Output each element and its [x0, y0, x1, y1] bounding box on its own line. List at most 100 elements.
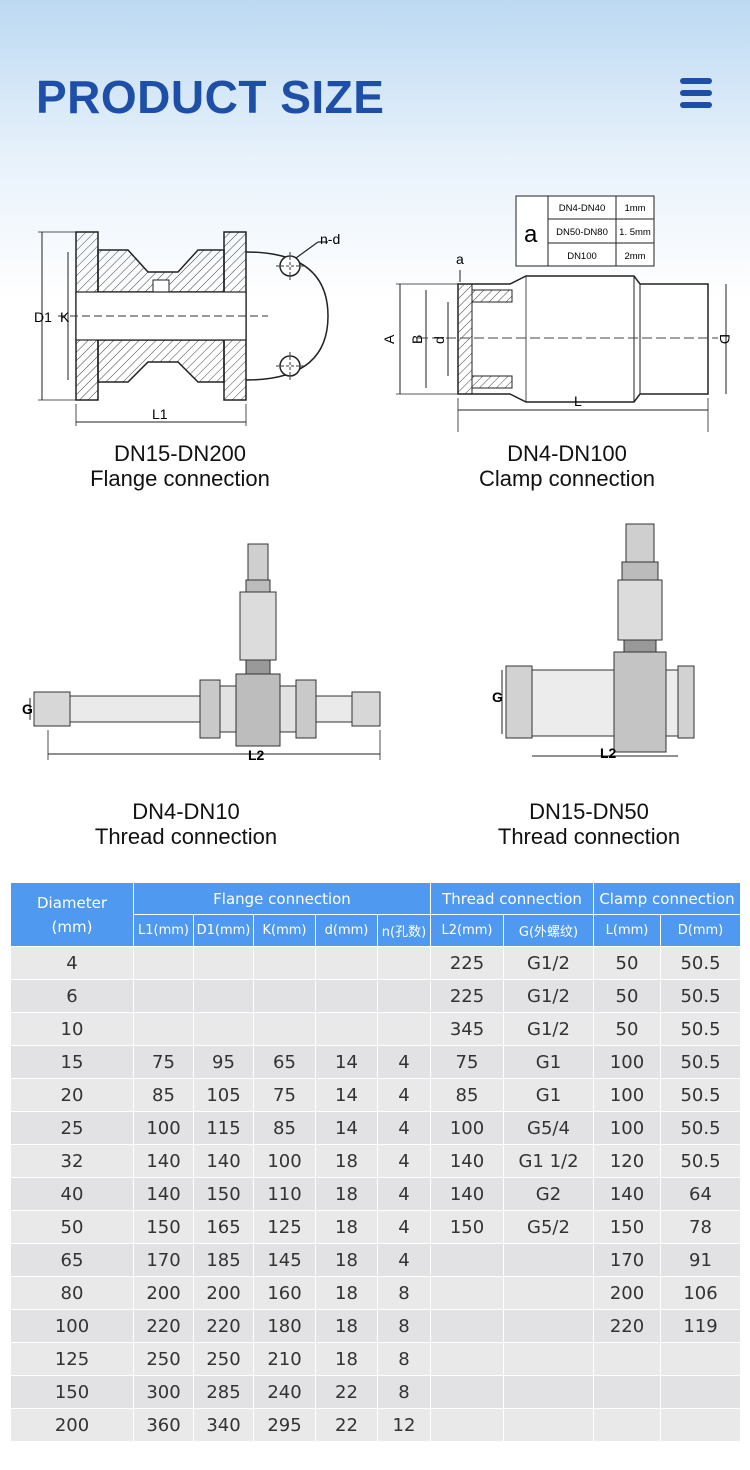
table-cell: 220	[133, 1309, 194, 1343]
table-cell: 150	[133, 1210, 194, 1244]
table-cell: 210	[253, 1342, 316, 1376]
clamp-value-2: 1. 5mm	[619, 227, 651, 238]
table-cell: 50.5	[659, 1078, 742, 1112]
label-l1: L1	[152, 406, 168, 422]
diameter-header-unit: (mm)	[51, 917, 93, 936]
size-table: Diameter (mm) Flange connection Thread c…	[10, 882, 742, 1442]
table-cell	[503, 1243, 594, 1277]
table-cell: 75	[133, 1045, 194, 1079]
table-cell: 8	[377, 1309, 431, 1343]
table-cell: 14	[315, 1111, 378, 1145]
table-cell	[430, 1408, 504, 1442]
table-cell: 340	[193, 1408, 254, 1442]
table-cell	[133, 979, 194, 1013]
table-cell: 18	[315, 1342, 378, 1376]
table-cell: 200	[193, 1276, 254, 1310]
label-D: D	[717, 334, 733, 344]
table-cell: 345	[430, 1012, 504, 1046]
table-cell: 50.5	[659, 1045, 742, 1079]
column-header: D1(mm)	[193, 914, 254, 947]
table-cell: 18	[315, 1309, 378, 1343]
table-cell	[659, 1342, 742, 1376]
menu-bar	[680, 90, 712, 96]
table-cell: 4	[377, 1210, 431, 1244]
thread-large-caption-type: Thread connection	[497, 824, 681, 849]
table-cell: 50	[593, 979, 661, 1013]
table-cell: 78	[659, 1210, 742, 1244]
table-cell: 40	[10, 1177, 134, 1211]
menu-bar	[680, 78, 712, 84]
label-k: K	[60, 309, 70, 325]
thread-small-caption-type: Thread connection	[94, 824, 278, 849]
clamp-range-1: DN4-DN40	[559, 203, 605, 214]
column-header: L1(mm)	[133, 914, 194, 947]
table-cell: 6	[10, 979, 134, 1013]
table-cell	[193, 1012, 254, 1046]
table-cell: 10	[10, 1012, 134, 1046]
table-cell	[377, 1012, 431, 1046]
label-l2-large: L2	[600, 745, 617, 761]
table-cell: 250	[193, 1342, 254, 1376]
clamp-group-header: Clamp connection	[592, 882, 742, 915]
table-cell: 100	[593, 1045, 661, 1079]
table-cell	[253, 1012, 316, 1046]
table-cell: 50.5	[659, 1144, 742, 1178]
table-cell: 50.5	[659, 979, 742, 1013]
table-cell: 295	[253, 1408, 316, 1442]
table-cell	[315, 979, 378, 1013]
table-cell: 140	[133, 1177, 194, 1211]
table-cell: 18	[315, 1210, 378, 1244]
table-cell	[430, 1243, 504, 1277]
table-cell	[593, 1375, 661, 1409]
table-cell	[593, 1408, 661, 1442]
clamp-connection-drawing: a DN4-DN40 1mm DN50-DN80 1. 5mm DN100 2m…	[381, 195, 733, 432]
thread-small-drawing: G L2	[22, 543, 381, 763]
table-cell	[503, 1276, 594, 1310]
diameter-header-label: Diameter	[36, 893, 108, 912]
thread-large-drawing: G L2	[492, 523, 695, 761]
table-cell: 200	[10, 1408, 134, 1442]
column-header: D(mm)	[659, 914, 742, 947]
table-cell	[315, 1012, 378, 1046]
table-cell: 12	[377, 1408, 431, 1442]
label-B: B	[409, 335, 425, 344]
table-cell: 18	[315, 1276, 378, 1310]
clamp-caption: DN4-DN100 Clamp connection	[427, 441, 707, 491]
menu-icon[interactable]	[680, 78, 712, 108]
table-cell: 100	[593, 1111, 661, 1145]
table-cell	[659, 1375, 742, 1409]
thread-group-header: Thread connection	[430, 882, 594, 915]
label-l2: L2	[248, 747, 265, 763]
diameter-header: Diameter (mm)	[10, 882, 134, 947]
table-cell	[593, 1342, 661, 1376]
table-cell: 91	[659, 1243, 742, 1277]
label-d1: D1	[34, 309, 52, 325]
label-d: d	[431, 336, 447, 344]
thread-small-caption-range: DN4-DN10	[132, 799, 240, 824]
table-cell: 100	[253, 1144, 316, 1178]
table-cell	[659, 1408, 742, 1442]
table-cell: 125	[253, 1210, 316, 1244]
table-cell	[377, 979, 431, 1013]
table-cell: 18	[315, 1144, 378, 1178]
table-cell: 80	[10, 1276, 134, 1310]
table-cell: 140	[593, 1177, 661, 1211]
column-header: G(外螺纹)	[503, 914, 594, 947]
table-cell: 4	[377, 1177, 431, 1211]
table-cell: 185	[193, 1243, 254, 1277]
table-cell: G1 1/2	[503, 1144, 594, 1178]
clamp-value-1: 1mm	[624, 203, 645, 214]
table-cell: 8	[377, 1276, 431, 1310]
table-cell: 85	[430, 1078, 504, 1112]
table-cell	[133, 946, 194, 980]
table-cell: G1/2	[503, 946, 594, 980]
table-cell: 85	[133, 1078, 194, 1112]
table-cell: 65	[10, 1243, 134, 1277]
table-cell: 75	[253, 1078, 316, 1112]
